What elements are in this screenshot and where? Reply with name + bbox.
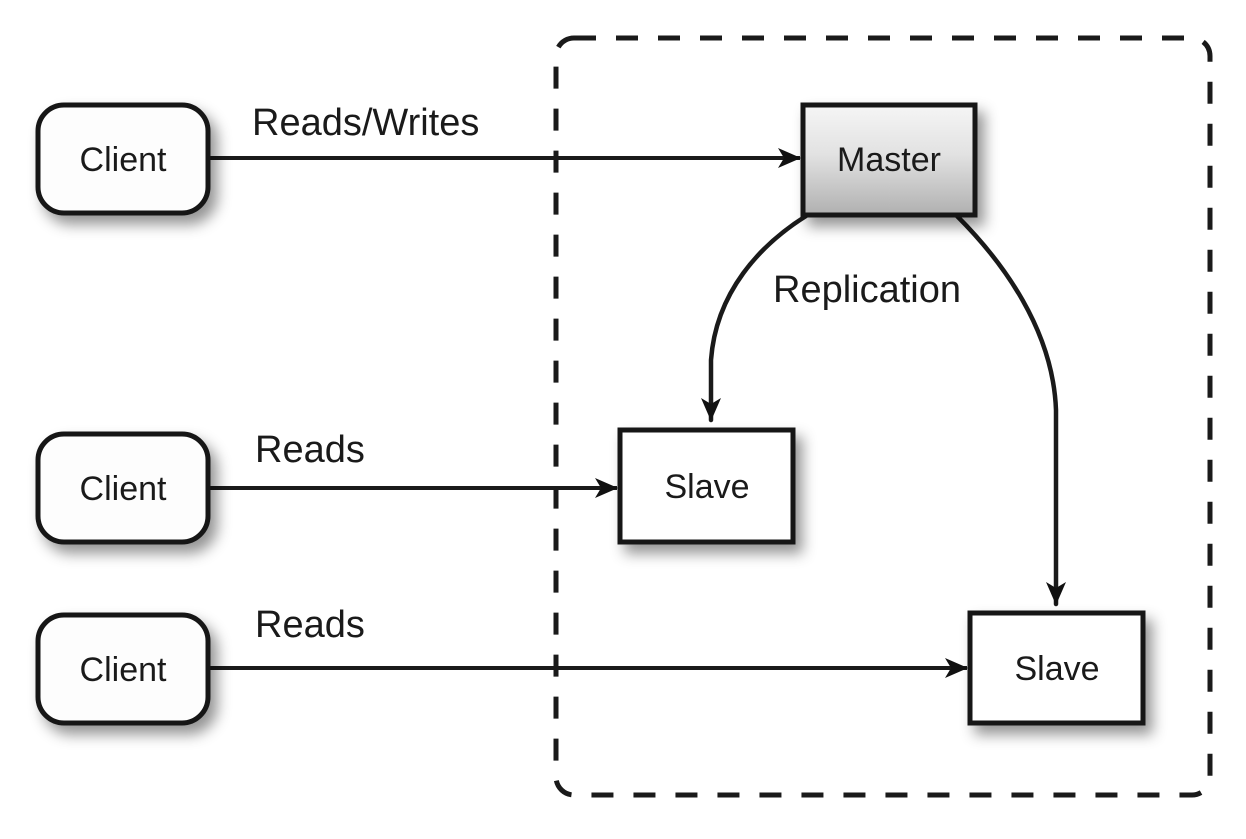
- node-slave-upper[interactable]: Slave: [617, 427, 796, 545]
- master-box[interactable]: [800, 102, 978, 218]
- client-middle-box[interactable]: [35, 431, 211, 545]
- slave-upper-label: Slave: [664, 468, 749, 506]
- node-client-bottom[interactable]: Client: [35, 612, 211, 726]
- slave-lower-box[interactable]: [967, 610, 1146, 726]
- edge-label-replication: Replication: [773, 269, 961, 311]
- client-top-label: Client: [80, 141, 167, 179]
- client-bottom-box[interactable]: [35, 612, 211, 726]
- node-master[interactable]: Master: [800, 102, 978, 218]
- node-slave-lower[interactable]: Slave: [967, 610, 1146, 726]
- edge-label-reads-middle: Reads: [255, 429, 365, 471]
- node-client-top[interactable]: Client: [35, 102, 211, 216]
- client-top-box[interactable]: [35, 102, 211, 216]
- master-label: Master: [837, 141, 941, 179]
- edge-master-to-slave-upper: [701, 213, 809, 423]
- slave-upper-box[interactable]: [617, 427, 796, 545]
- edge-master-to-slave-lower: [954, 213, 1066, 607]
- slave-lower-label: Slave: [1014, 650, 1099, 688]
- edge-label-reads-bottom: Reads: [255, 604, 365, 646]
- client-bottom-label: Client: [80, 651, 167, 689]
- database-cluster-boundary: [553, 35, 1213, 798]
- client-middle-label: Client: [80, 470, 167, 508]
- edge-label-reads-writes: Reads/Writes: [252, 102, 479, 144]
- node-client-middle[interactable]: Client: [35, 431, 211, 545]
